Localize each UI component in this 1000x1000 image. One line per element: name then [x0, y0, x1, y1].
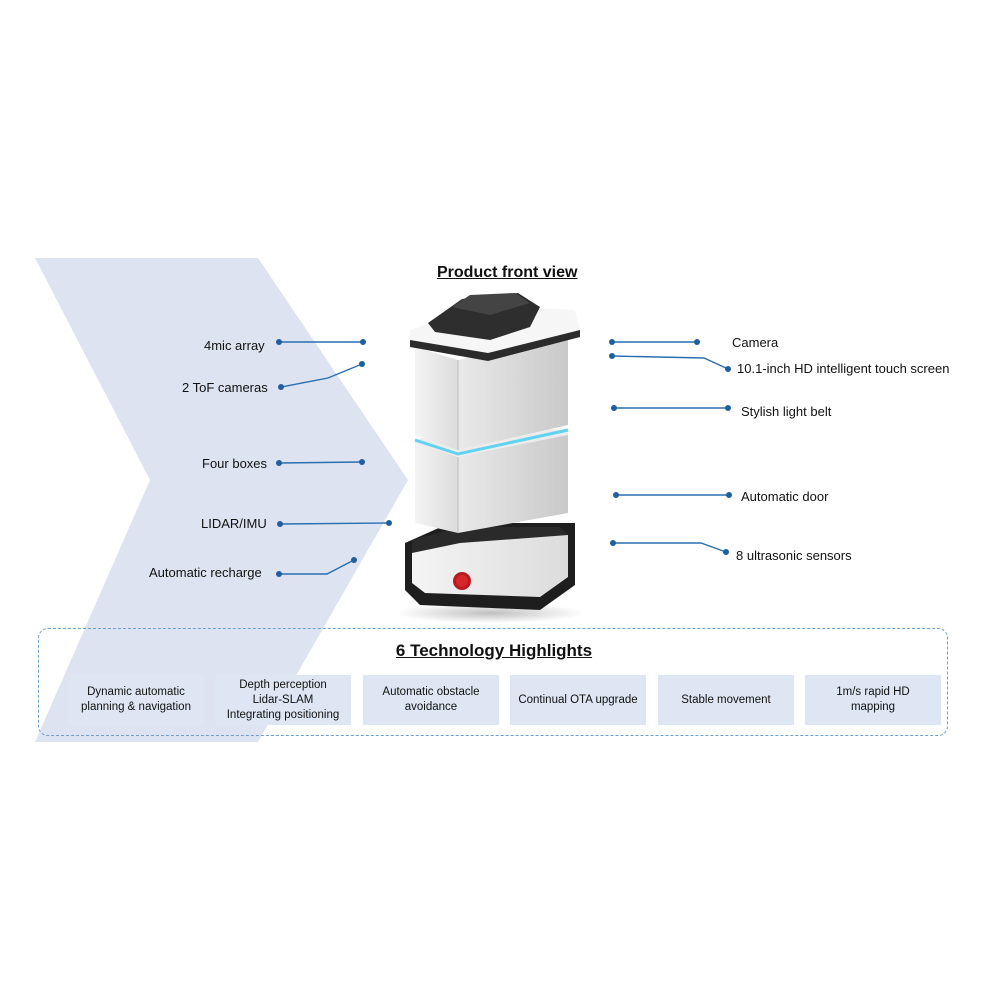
label-automatic-recharge: Automatic recharge	[149, 565, 262, 580]
label-light-belt: Stylish light belt	[741, 404, 832, 419]
label-4mic-array: 4mic array	[204, 338, 265, 353]
label-four-boxes: Four boxes	[202, 456, 268, 471]
label-tof-cameras: 2 ToF cameras	[182, 380, 268, 395]
leader-line-tof	[280, 363, 363, 388]
highlights-title: 6 Technology Highlights	[395, 641, 593, 660]
highlight-box-stable-movement: Stable movement	[658, 675, 794, 725]
label-lidar-imu: LIDAR/IMU	[201, 516, 267, 531]
leader-line-ultrasonic	[613, 542, 727, 553]
label-camera: Camera	[732, 335, 779, 350]
label-automatic-door: Automatic door	[741, 489, 829, 504]
robot-illustration	[395, 293, 585, 623]
label-ultrasonic-sensors: 8 ultrasonic sensors	[736, 548, 852, 563]
highlight-box-ota-upgrade: Continual OTA upgrade	[510, 675, 646, 725]
leader-line-screen	[611, 355, 729, 370]
technology-highlights-panel: 6 Technology Highlights Dynamic automati…	[38, 628, 948, 736]
page-title: Product front view	[437, 264, 578, 281]
highlight-box-navigation: Dynamic automatic planning & navigation	[68, 675, 204, 725]
label-touch-screen: 10.1-inch HD intelligent touch screen	[737, 361, 950, 376]
highlight-box-hd-mapping: 1m/s rapid HD mapping	[805, 675, 941, 725]
leader-line-lidar	[279, 522, 390, 525]
leader-line-recharge	[279, 559, 355, 575]
highlight-box-depth-perception: Depth perception Lidar-SLAM Integrating …	[215, 675, 351, 725]
leader-line-boxes	[278, 461, 363, 464]
highlight-box-obstacle-avoidance: Automatic obstacle avoidance	[363, 675, 499, 725]
